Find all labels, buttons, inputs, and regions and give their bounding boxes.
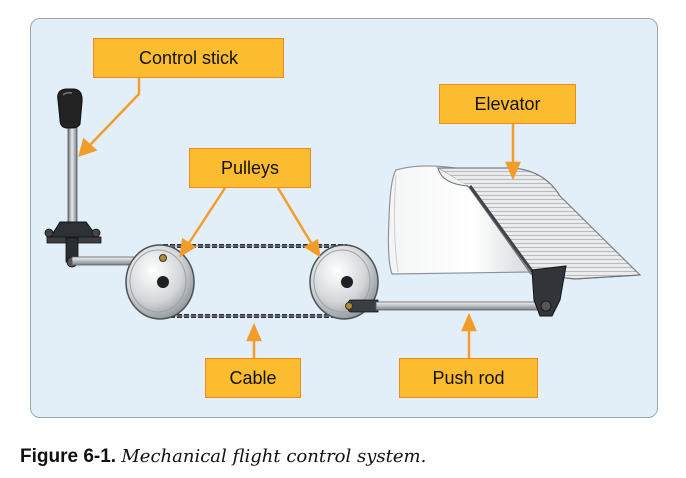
figure-number: Figure 6-1.: [20, 446, 117, 467]
label-cable: Cable: [205, 358, 301, 398]
arrow-control-stick: [89, 76, 141, 146]
arrowhead-cable: [246, 322, 262, 342]
leader-arrows: [78, 76, 521, 358]
figure-caption-text: Mechanical flight control system.: [121, 446, 427, 467]
arrowhead-push-rod: [461, 312, 477, 332]
arrowhead-control-stick: [78, 137, 98, 157]
pulley-left: [125, 244, 195, 320]
arrow-pulley-left: [185, 187, 227, 247]
label-push-rod: Push rod: [399, 358, 538, 398]
control-stick-illustration: [44, 88, 102, 268]
label-elevator: Elevator: [439, 84, 576, 124]
push-rod-illustration: [345, 299, 543, 313]
elevator-illustration: [387, 165, 642, 317]
arrowhead-pulley-right: [303, 239, 321, 258]
figure-caption: Figure 6-1. Mechanical flight control sy…: [20, 446, 426, 468]
label-control-stick: Control stick: [93, 38, 284, 78]
label-pulleys: Pulleys: [189, 148, 311, 188]
arrowhead-elevator: [505, 161, 521, 181]
arrowhead-pulley-left: [179, 237, 197, 258]
arrow-pulley-right: [276, 187, 315, 247]
